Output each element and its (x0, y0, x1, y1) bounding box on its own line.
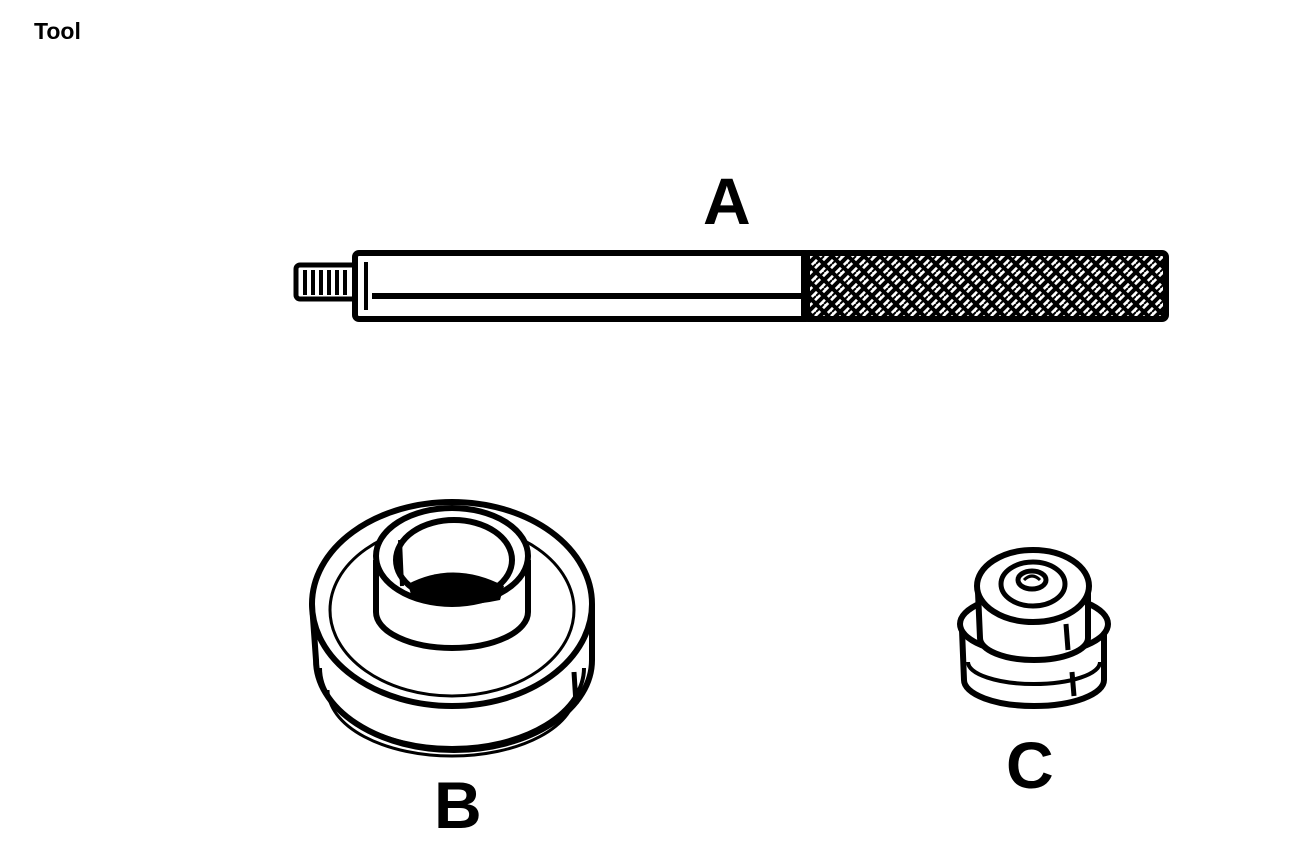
part-c-label: C (1006, 728, 1054, 802)
part-b-label: B (434, 768, 482, 842)
page-title: Tool (34, 18, 81, 44)
part-b-adapter (309, 499, 595, 758)
part-a-shaft (352, 250, 813, 322)
part-a-label: A (703, 164, 751, 238)
part-c-adapter (957, 547, 1111, 709)
part-a-thread-stub (293, 262, 359, 302)
part-a-rod (293, 250, 1169, 322)
part-a-knurled-handle (801, 250, 1169, 322)
